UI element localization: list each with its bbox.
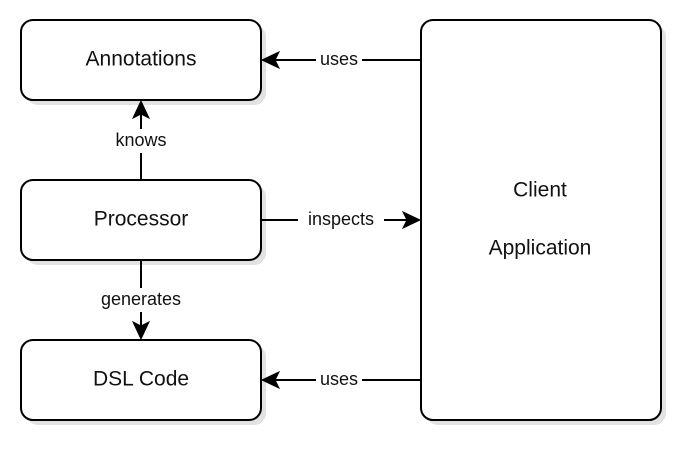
edge-inspects: inspects (261, 208, 422, 232)
edge-uses-annotations: uses (260, 48, 421, 72)
client-label-line-2: Application (489, 237, 592, 260)
edge-label-generates: generates (101, 289, 181, 309)
edge-knows: knows (106, 99, 176, 180)
processor-label: Processor (94, 208, 189, 231)
edge-label-knows: knows (115, 130, 166, 150)
edge-generates: generates (86, 260, 196, 341)
annotations-node: Annotations (20, 19, 262, 101)
processor-node: Processor (20, 179, 262, 261)
arrow-down-icon (131, 320, 151, 341)
dsl-code-node: DSL Code (20, 339, 262, 421)
client-application-node: Client Application (420, 19, 662, 421)
arrow-left-icon (260, 370, 281, 390)
arrow-right-icon (401, 210, 422, 230)
edge-label-uses-dsl: uses (320, 369, 358, 389)
edge-uses-dsl: uses (260, 368, 421, 392)
edge-label-inspects: inspects (308, 209, 374, 229)
arrow-left-icon (260, 50, 281, 70)
dsl-code-label: DSL Code (93, 368, 189, 391)
client-label-line-1: Client (513, 179, 567, 202)
edge-label-uses-annotations: uses (320, 49, 358, 69)
annotations-label: Annotations (86, 48, 197, 71)
arrow-up-icon (131, 99, 151, 120)
